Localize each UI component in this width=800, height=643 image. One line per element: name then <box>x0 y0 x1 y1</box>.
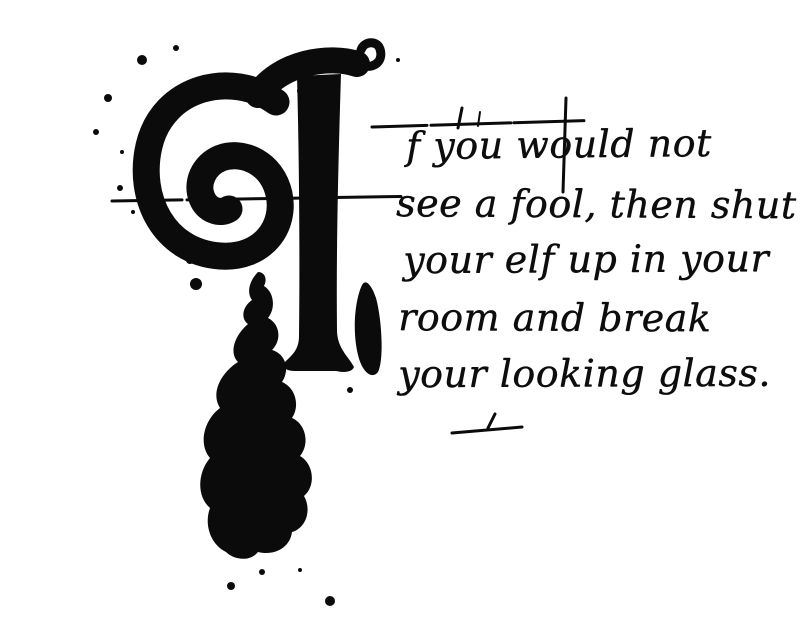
quote-text: f you would not see a fool, then shut yo… <box>395 118 797 403</box>
quote-line-1: f you would not <box>405 120 712 168</box>
ink-splatter <box>93 41 400 606</box>
drop-cap-initial-icon: I <box>132 38 386 372</box>
quote-line-3: your elf up in your <box>402 236 770 282</box>
scratch-lines <box>110 96 608 435</box>
quote-line-2: see a fool, then shut <box>395 181 797 228</box>
quote-line-5: your looking glass. <box>397 350 771 396</box>
quote-line-4: room and break <box>397 295 712 341</box>
